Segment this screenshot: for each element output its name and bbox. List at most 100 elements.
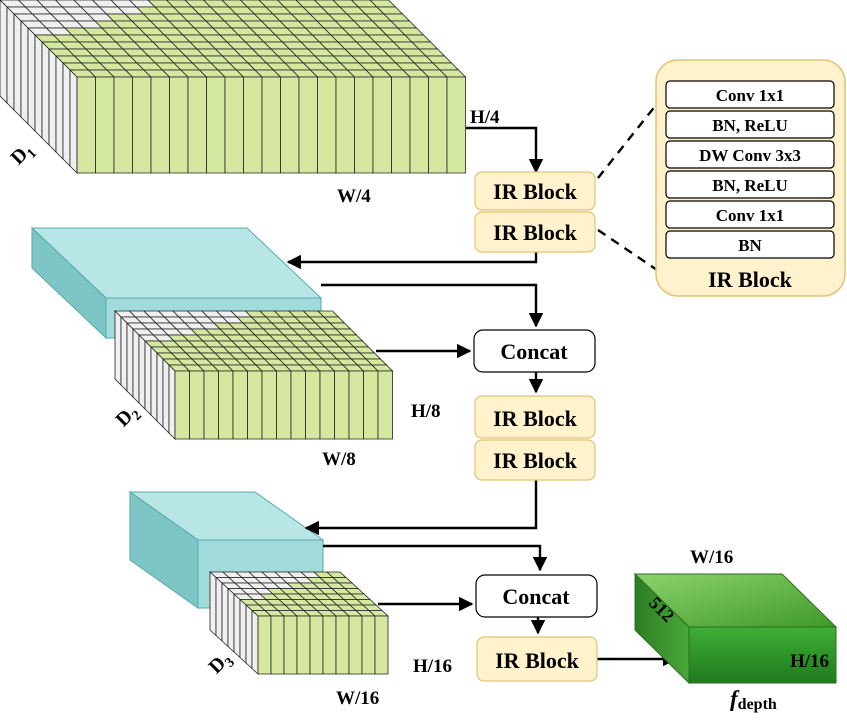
detail-layer-box [665, 140, 835, 169]
detail-layer-box [665, 230, 835, 259]
side-slice [13, 13, 22, 118]
d1-label: D1 [6, 138, 40, 172]
front-column [446, 76, 466, 174]
side-slice [27, 27, 36, 132]
side-slice [126, 322, 134, 398]
arrow-volume3-to-concat2 [323, 544, 548, 572]
ir-block-5: IR Block [476, 636, 598, 682]
callout-line-top [597, 99, 661, 179]
side-slice [251, 609, 259, 675]
side-slice [48, 48, 57, 153]
front-column [76, 76, 96, 174]
front-column [257, 615, 272, 675]
side-slice [150, 346, 158, 422]
front-column [377, 370, 393, 440]
side-slice [144, 340, 152, 416]
output-height-label: H/16 [790, 651, 829, 672]
w8-label: W/8 [322, 449, 356, 470]
concat-block-1: Concat [473, 329, 596, 373]
front-column [374, 615, 389, 675]
output-volume [633, 572, 838, 685]
svg-text:IR Block: IR Block [493, 406, 578, 431]
front-column [270, 615, 285, 675]
svg-text:IR Block: IR Block [493, 179, 578, 204]
detail-layer-box [665, 110, 835, 139]
front-column [224, 76, 244, 174]
front-column [361, 615, 376, 675]
feature-volume-d1 [0, 0, 467, 174]
detail-layer-label: BN [738, 236, 762, 255]
front-column [247, 370, 263, 440]
front-column [305, 370, 321, 440]
front-column [317, 76, 337, 174]
side-slice [55, 55, 64, 160]
front-column [187, 76, 207, 174]
side-slice [20, 20, 29, 125]
callout-line-bottom [597, 229, 661, 273]
d2-label: D2 [111, 400, 145, 434]
front-column [113, 76, 133, 174]
front-column [261, 76, 281, 174]
side-slice [62, 62, 71, 167]
side-slice [114, 310, 122, 386]
h8-label: H/8 [411, 401, 441, 422]
detail-title: IR Block [708, 267, 793, 292]
svg-text:IR Block: IR Block [495, 648, 580, 673]
side-slice [233, 593, 241, 659]
side-slice [34, 34, 43, 139]
front-column [189, 370, 205, 440]
front-column [363, 370, 379, 440]
front-column [169, 76, 189, 174]
side-slice [156, 352, 164, 428]
feature-volume-d3 [208, 571, 390, 675]
front-column [132, 76, 152, 174]
h16-label: H/16 [413, 656, 452, 677]
side-slice [41, 41, 50, 146]
detail-layer-label: BN, ReLU [712, 116, 788, 135]
front-column [309, 615, 324, 675]
front-column [206, 76, 226, 174]
side-slice [69, 69, 78, 174]
front-column [95, 76, 115, 174]
feature-volume-d2 [114, 310, 394, 440]
front-column [296, 615, 311, 675]
w4-label: W/4 [337, 186, 371, 207]
w16-label: W/16 [336, 688, 379, 709]
front-column [335, 76, 355, 174]
detail-layer-box [665, 170, 835, 199]
arrow-ir2-to-volume2 [286, 252, 538, 270]
side-slice [0, 0, 8, 104]
front-column [243, 76, 263, 174]
front-column [335, 615, 350, 675]
side-slice [221, 582, 229, 648]
front-column [372, 76, 392, 174]
ir-block-3: IR Block [474, 395, 596, 439]
front-column [354, 76, 374, 174]
detail-layer-box [665, 200, 835, 229]
d3-label: D3 [204, 647, 238, 681]
front-column [391, 76, 411, 174]
arrows [286, 126, 678, 667]
side-slice [245, 604, 253, 670]
side-slice [168, 364, 176, 440]
svg-text:Concat: Concat [500, 339, 568, 364]
side-slice [209, 571, 217, 637]
ir-block-2: IR Block [474, 211, 596, 253]
front-column [298, 76, 318, 174]
side-slice [6, 6, 15, 111]
front-column [203, 370, 219, 440]
front-column [218, 370, 234, 440]
arrow-volume2-to-concat1 [321, 283, 544, 328]
front-column [428, 76, 448, 174]
detail-layer-label: BN, ReLU [712, 176, 788, 195]
front-column [409, 76, 429, 174]
detail-layer-box [665, 80, 835, 109]
svg-text:IR Block: IR Block [493, 220, 578, 245]
arrow-ir4-to-volume3 [304, 480, 538, 536]
side-slice [138, 334, 146, 410]
side-slice [227, 587, 235, 653]
front-column [319, 370, 335, 440]
h4-label: H/4 [470, 107, 500, 128]
front-column [150, 76, 170, 174]
